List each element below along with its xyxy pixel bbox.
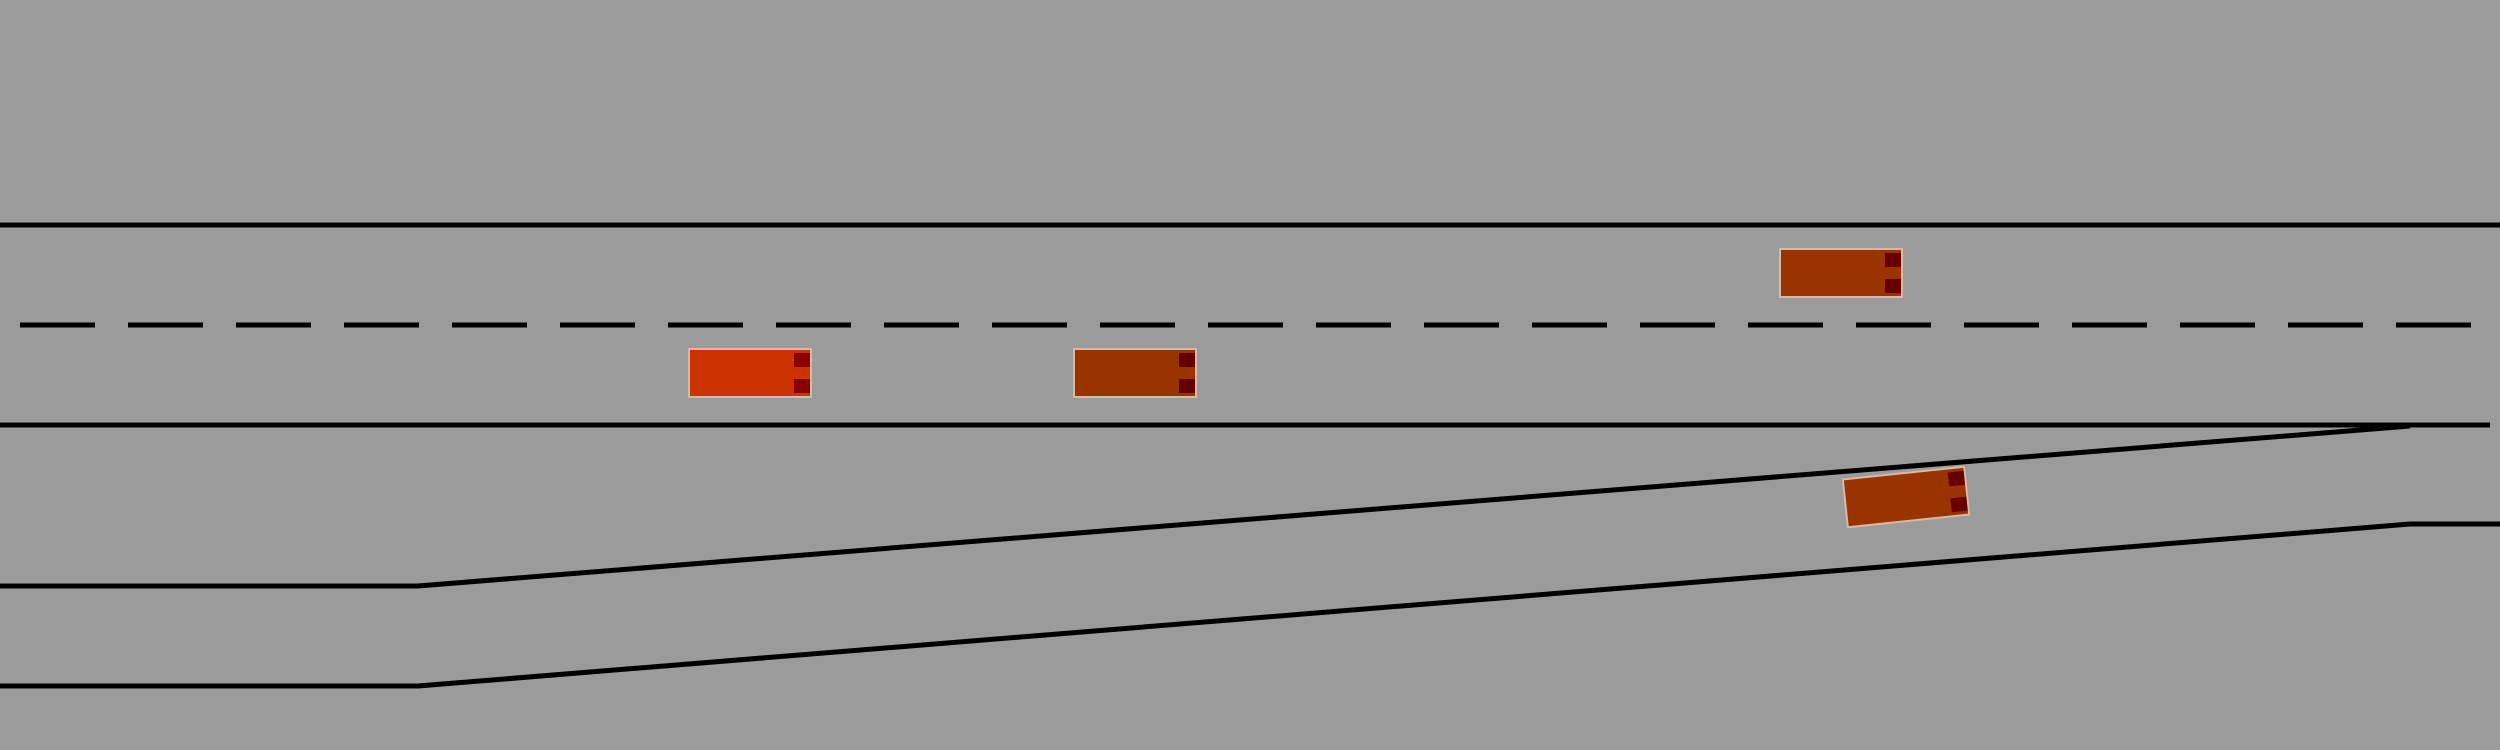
other-vehicle [1841, 465, 1971, 529]
ego-vehicle-body [688, 348, 812, 398]
ego-vehicle-headlight-right [794, 379, 810, 393]
other-vehicle [1779, 248, 1903, 298]
on-ramp-upper-edge [0, 423, 2411, 589]
other-vehicle-body [1779, 248, 1903, 298]
other-vehicle-headlight-right [1885, 279, 1901, 293]
on-ramp-lower-edge [0, 521, 2500, 689]
other-vehicle-body [1841, 465, 1971, 529]
other-vehicle-body [1073, 348, 1197, 398]
ego-vehicle [688, 348, 812, 398]
other-vehicle-headlight-left [1179, 353, 1195, 367]
other-vehicle-headlight-left [1947, 470, 1966, 487]
ego-vehicle-headlight-left [794, 353, 810, 367]
other-vehicle-headlight-left [1885, 253, 1901, 267]
other-vehicle-headlight-right [1179, 379, 1195, 393]
other-vehicle [1073, 348, 1197, 398]
other-vehicle-headlight-right [1950, 496, 1968, 513]
